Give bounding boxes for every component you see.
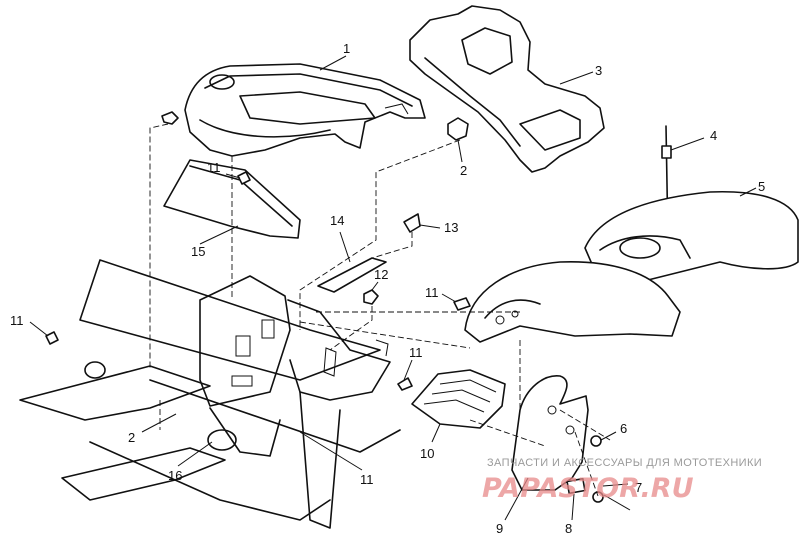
callout-2-lower: 2 xyxy=(128,430,135,445)
watermark: ЗАПЧАСТИ И АКСЕССУАРЫ ДЛЯ МОТОТЕХНИКИ PA… xyxy=(482,457,762,504)
watermark-tagline: ЗАПЧАСТИ И АКСЕССУАРЫ ДЛЯ МОТОТЕХНИКИ xyxy=(487,457,762,469)
push-rivet-upper xyxy=(447,117,469,163)
callout-11-right: 11 xyxy=(425,285,439,300)
assembly-lines xyxy=(149,123,611,497)
rivet-13-part xyxy=(403,213,441,233)
callout-7: 7 xyxy=(635,480,642,495)
callout-10: 10 xyxy=(420,446,434,461)
callout-14: 14 xyxy=(330,213,344,228)
callout-11-top: 11 xyxy=(207,160,221,175)
callout-16: 16 xyxy=(168,468,182,483)
callout-1: 1 xyxy=(343,41,350,56)
callout-5: 5 xyxy=(758,179,765,194)
callout-6: 6 xyxy=(620,421,627,436)
front-fender-left-part xyxy=(464,260,681,343)
headlight-pod-part xyxy=(409,5,605,173)
callout-3: 3 xyxy=(595,63,602,78)
callout-13: 13 xyxy=(444,220,458,235)
push-rivet-left xyxy=(161,111,179,125)
mud-flap-part xyxy=(504,375,589,521)
clip-part xyxy=(566,477,586,521)
screw-part xyxy=(592,483,631,511)
callout-11-bottom: 11 xyxy=(360,472,374,487)
front-fender-right-part xyxy=(584,187,799,283)
callout-2-upper: 2 xyxy=(460,163,467,178)
nut-12-part xyxy=(363,281,379,305)
callout-labels: 1 2 3 4 5 6 7 8 9 10 11 11 11 11 11 12 1… xyxy=(10,41,765,536)
watermark-logo: PAPASTOR.RU xyxy=(482,473,694,504)
front-cab-part xyxy=(184,63,426,157)
nut-part xyxy=(590,431,617,447)
bolt-parts xyxy=(29,171,471,471)
bracket-14-part xyxy=(317,231,387,293)
callout-11-pad: 11 xyxy=(409,345,423,360)
callout-12: 12 xyxy=(374,267,388,282)
footrest-pad-part xyxy=(411,369,506,443)
callout-9: 9 xyxy=(496,521,503,536)
callout-15: 15 xyxy=(191,244,205,259)
callout-4: 4 xyxy=(710,128,717,143)
frame-16-part xyxy=(19,259,401,529)
callout-8: 8 xyxy=(565,521,572,536)
callout-11-left: 11 xyxy=(10,313,24,328)
